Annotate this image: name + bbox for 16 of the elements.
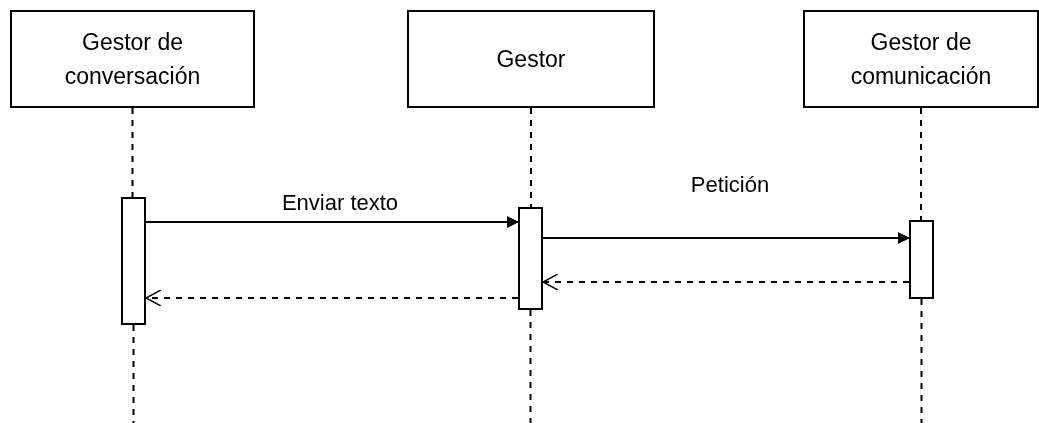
message-arrow (542, 232, 910, 244)
lifeline (920, 107, 922, 221)
participant-name: Gestor (495, 45, 567, 74)
lifeline-header (10, 10, 255, 108)
message-arrow (145, 216, 519, 228)
return-arrow (145, 289, 519, 307)
activation-bar (518, 207, 543, 310)
lifeline-header (407, 10, 655, 108)
participant-name: Gestor de conversación (63, 28, 202, 91)
activation-bar (909, 220, 934, 299)
return-arrow (542, 273, 910, 291)
lifeline-header (803, 10, 1039, 108)
lifeline (131, 107, 134, 198)
participant-name: Gestor de comunicación (849, 28, 993, 91)
lifeline (530, 107, 532, 208)
activation-bar (121, 197, 146, 325)
